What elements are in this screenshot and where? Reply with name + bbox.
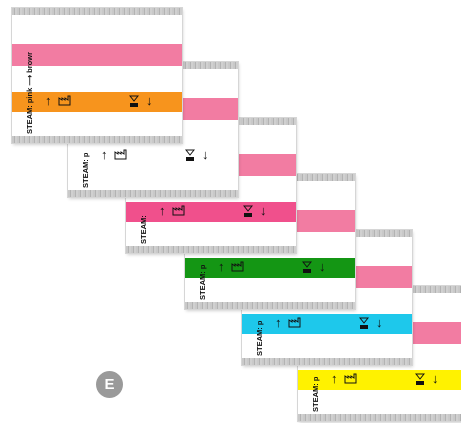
card-top-edge xyxy=(12,8,182,15)
steam-label: STEAM: p xyxy=(81,152,90,188)
steam-label: STEAM: p xyxy=(198,264,207,300)
indicator-card-orange: STEAM: pink ⟶ brown ↑ ↓ xyxy=(12,8,182,143)
factory-icon xyxy=(231,261,245,275)
card-bottom-edge xyxy=(298,414,461,421)
down-arrow-icon: ↓ xyxy=(319,259,326,274)
indicator-band xyxy=(68,146,238,166)
up-arrow-icon: ↑ xyxy=(45,93,52,108)
steam-label: STEAM: xyxy=(139,215,148,244)
hourglass-icon xyxy=(414,373,426,389)
steam-label: STEAM: p xyxy=(311,376,320,412)
factory-icon xyxy=(344,373,358,387)
card-bottom-edge xyxy=(242,358,412,365)
indicator-band xyxy=(126,202,296,222)
hourglass-icon xyxy=(301,261,313,277)
down-arrow-icon: ↓ xyxy=(202,147,209,162)
up-arrow-icon: ↑ xyxy=(159,203,166,218)
figure-label-badge: E xyxy=(96,371,123,398)
hourglass-icon xyxy=(358,317,370,333)
card-bottom-edge xyxy=(185,302,355,309)
pink-band xyxy=(12,44,182,66)
down-arrow-icon: ↓ xyxy=(432,371,439,386)
down-arrow-icon: ↓ xyxy=(260,203,267,218)
factory-icon xyxy=(172,205,186,219)
steam-label: STEAM: pink ⟶ brown xyxy=(25,52,34,134)
card-bottom-edge xyxy=(68,190,238,197)
hourglass-icon xyxy=(184,149,196,165)
indicator-band xyxy=(12,92,182,112)
hourglass-icon xyxy=(242,205,254,221)
down-arrow-icon: ↓ xyxy=(376,315,383,330)
up-arrow-icon: ↑ xyxy=(101,147,108,162)
card-bottom-edge xyxy=(126,246,296,253)
indicator-band xyxy=(185,258,355,278)
indicator-band xyxy=(242,314,412,334)
card-bottom-edge xyxy=(12,136,182,143)
factory-icon xyxy=(58,95,72,109)
factory-icon xyxy=(114,149,128,163)
steam-label: STEAM: p xyxy=(255,320,264,356)
up-arrow-icon: ↑ xyxy=(218,259,225,274)
up-arrow-icon: ↑ xyxy=(331,371,338,386)
factory-icon xyxy=(288,317,302,331)
hourglass-icon xyxy=(128,95,140,111)
down-arrow-icon: ↓ xyxy=(146,93,153,108)
up-arrow-icon: ↑ xyxy=(275,315,282,330)
